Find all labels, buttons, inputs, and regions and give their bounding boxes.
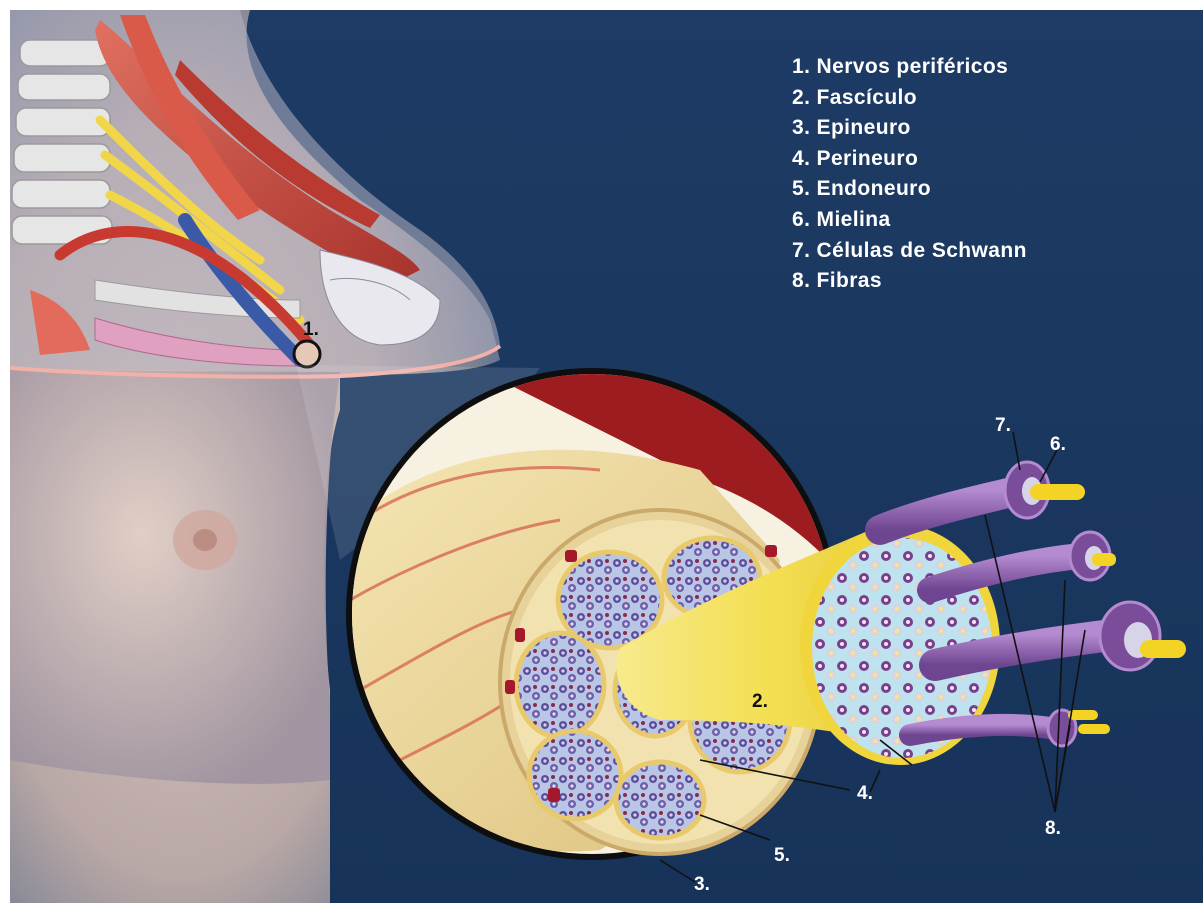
legend-item: 7. Células de Schwann bbox=[792, 236, 1027, 267]
callout-2: 2. bbox=[752, 691, 768, 712]
callout-5: 5. bbox=[774, 845, 790, 866]
callout-4: 4. bbox=[857, 783, 873, 804]
legend-item: 8. Fibras bbox=[792, 266, 1027, 297]
callout-6: 6. bbox=[1050, 434, 1066, 455]
legend-item: 6. Mielina bbox=[792, 205, 1027, 236]
legend: 1. Nervos periféricos 2. Fascículo 3. Ep… bbox=[792, 52, 1027, 297]
legend-item: 1. Nervos periféricos bbox=[792, 52, 1027, 83]
legend-item: 2. Fascículo bbox=[792, 83, 1027, 114]
legend-item: 4. Perineuro bbox=[792, 144, 1027, 175]
callout-3: 3. bbox=[694, 874, 710, 895]
nerve-selection-circle bbox=[294, 341, 320, 367]
legend-item: 3. Epineuro bbox=[792, 113, 1027, 144]
callout-7: 7. bbox=[995, 415, 1011, 436]
legend-item: 5. Endoneuro bbox=[792, 174, 1027, 205]
callout-8: 8. bbox=[1045, 818, 1061, 839]
callout-1: 1. bbox=[303, 319, 319, 340]
